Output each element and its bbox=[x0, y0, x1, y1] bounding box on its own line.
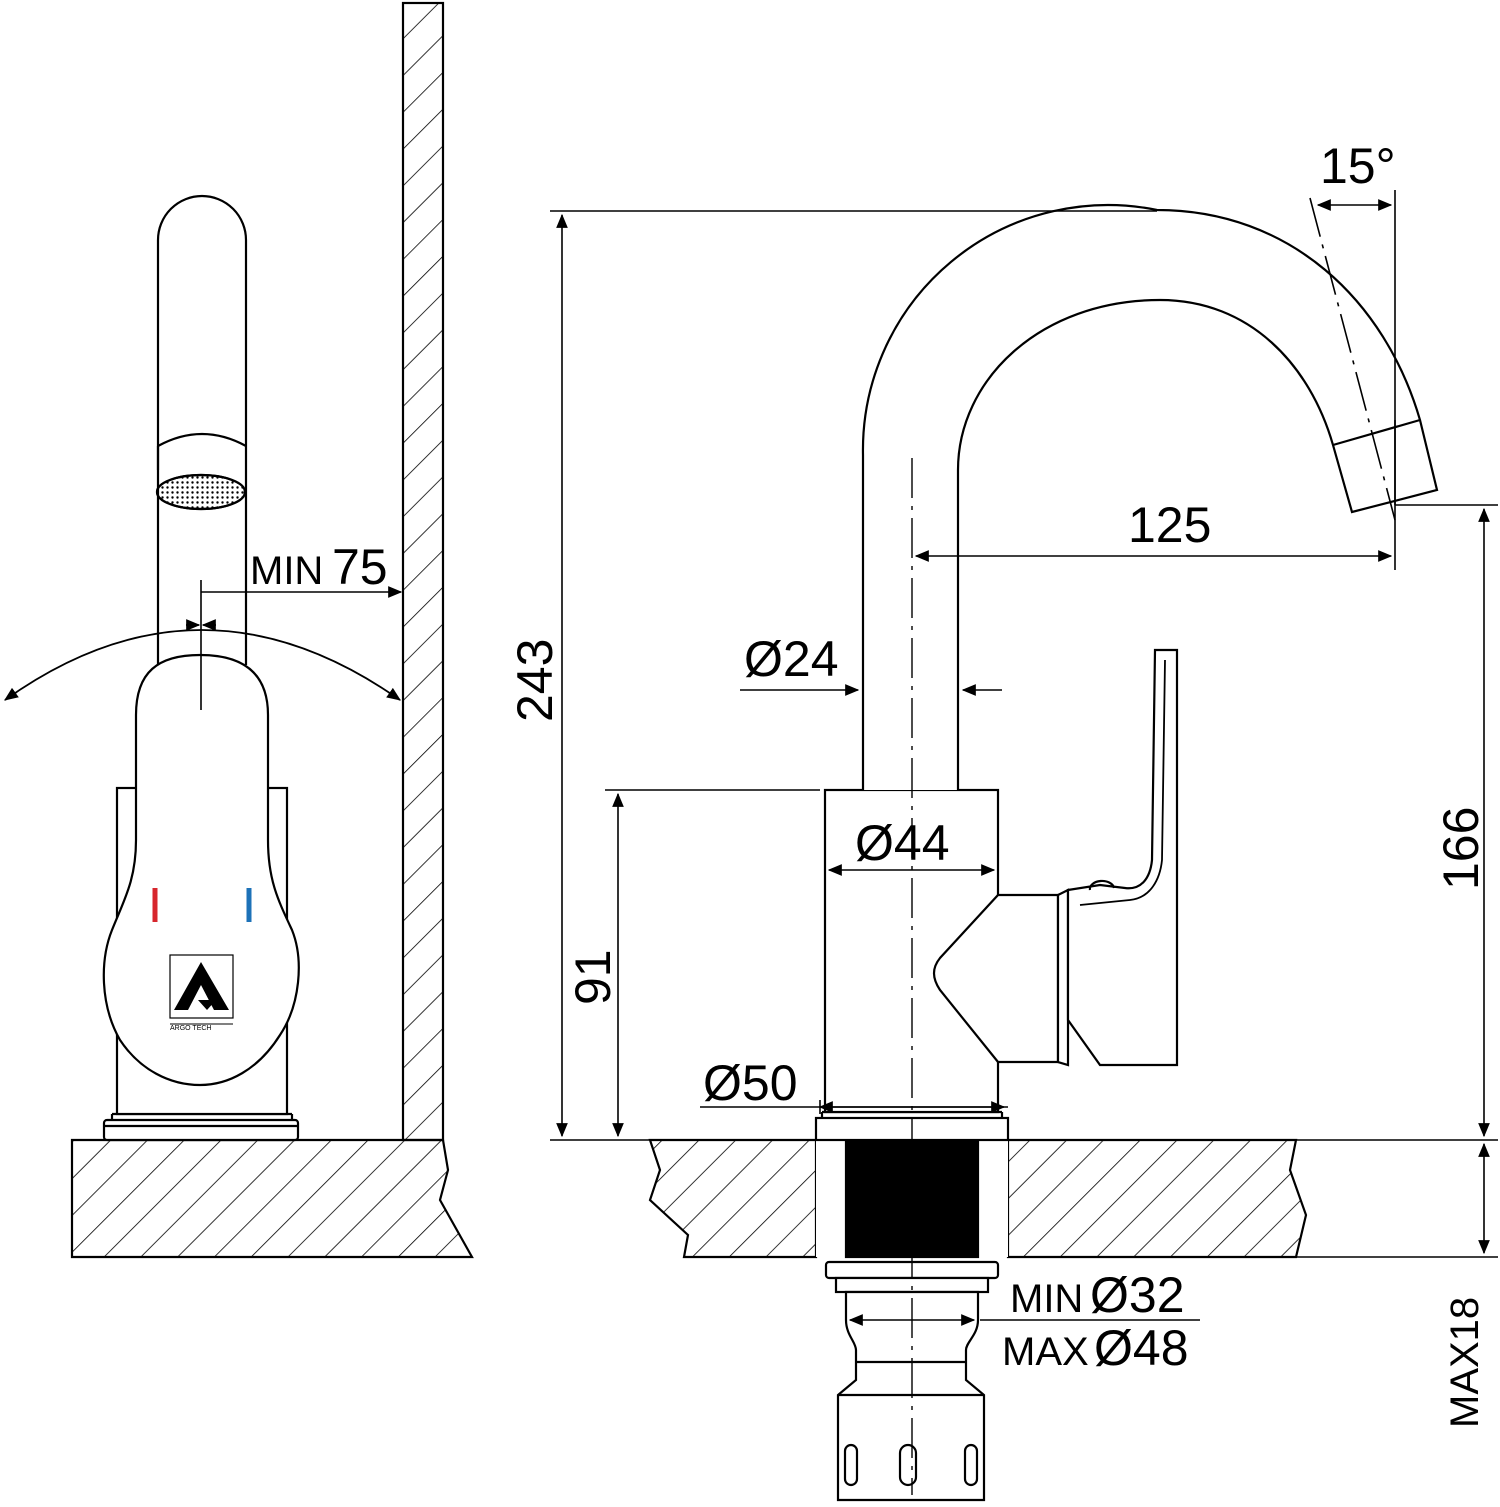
label-min-prefix: MIN bbox=[1010, 1277, 1083, 1321]
side-handle-cartridge bbox=[932, 893, 1060, 1064]
front-base-ring bbox=[102, 1118, 300, 1142]
label-243: 243 bbox=[507, 639, 563, 722]
front-spout bbox=[156, 194, 248, 665]
side-spout bbox=[861, 203, 1439, 790]
label-d44: Ø44 bbox=[855, 815, 950, 871]
wall bbox=[401, 1, 445, 1142]
label-d24: Ø24 bbox=[744, 631, 839, 687]
dimension-lines bbox=[550, 190, 1498, 1326]
brand-logo: ARGO TECH bbox=[169, 954, 234, 1032]
label-max18: MAX18 bbox=[1443, 1297, 1487, 1428]
label-min75-prefix: MIN bbox=[250, 549, 323, 593]
label-max-prefix: MAX bbox=[1002, 1330, 1089, 1374]
label-125: 125 bbox=[1128, 497, 1211, 553]
label-min75-value: 75 bbox=[332, 539, 388, 595]
label-91: 91 bbox=[565, 949, 621, 1005]
front-handle bbox=[102, 653, 300, 1087]
logo-text: ARGO TECH bbox=[170, 1025, 212, 1032]
swivel-arc bbox=[4, 629, 401, 701]
side-countertop-left bbox=[648, 1138, 818, 1259]
side-countertop-right bbox=[1006, 1138, 1308, 1259]
label-max-d48: Ø48 bbox=[1094, 1320, 1189, 1376]
label-15deg: 15° bbox=[1320, 138, 1396, 194]
label-min-d32: Ø32 bbox=[1090, 1267, 1185, 1323]
side-view bbox=[648, 203, 1439, 1502]
side-handle-lever bbox=[1066, 648, 1179, 1067]
front-view: ARGO TECH bbox=[4, 1, 474, 1259]
label-d50: Ø50 bbox=[703, 1055, 798, 1111]
label-166: 166 bbox=[1433, 807, 1489, 890]
front-countertop bbox=[70, 1138, 474, 1259]
